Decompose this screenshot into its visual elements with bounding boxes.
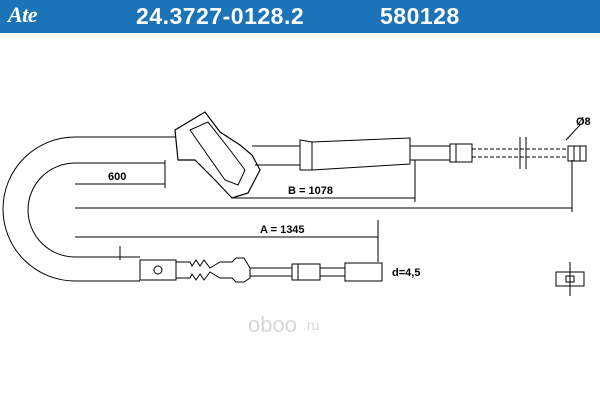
- lower-end-nipple: [344, 262, 383, 282]
- dim-b-label: B = 1078: [288, 185, 333, 197]
- dim-d-label: d=4,5: [392, 267, 420, 279]
- reference-number: 580128: [380, 3, 460, 29]
- cable-outer-loop: [2, 136, 175, 282]
- dim-diameter-label: Ø8: [576, 116, 591, 128]
- dim-diameter-leader: [565, 124, 581, 141]
- fitting-block: [449, 143, 473, 163]
- lower-ferrule-hole: [153, 265, 163, 275]
- dim-a-label: A = 1345: [260, 224, 305, 236]
- ate-logo: Ate: [8, 2, 38, 27]
- grommet-upper-inner: [189, 121, 246, 186]
- part-number: 24.3727-0128.2: [136, 3, 305, 29]
- watermark-brand: oboo: [248, 312, 297, 337]
- lower-fitting: [291, 263, 321, 281]
- lower-ferrule: [139, 259, 177, 281]
- end-nipple: [567, 145, 587, 162]
- grommet-upper: [174, 111, 261, 199]
- watermark-tld: .ru: [302, 317, 320, 333]
- lower-bellow: [175, 257, 251, 283]
- dim-600-label: 600: [108, 171, 126, 183]
- sleeve-cone: [299, 137, 411, 171]
- watermark: oboo .ru: [248, 312, 319, 338]
- cable-inner-loop: [27, 162, 165, 258]
- header-bar: Ate 24.3727-0128.2 580128: [0, 0, 600, 33]
